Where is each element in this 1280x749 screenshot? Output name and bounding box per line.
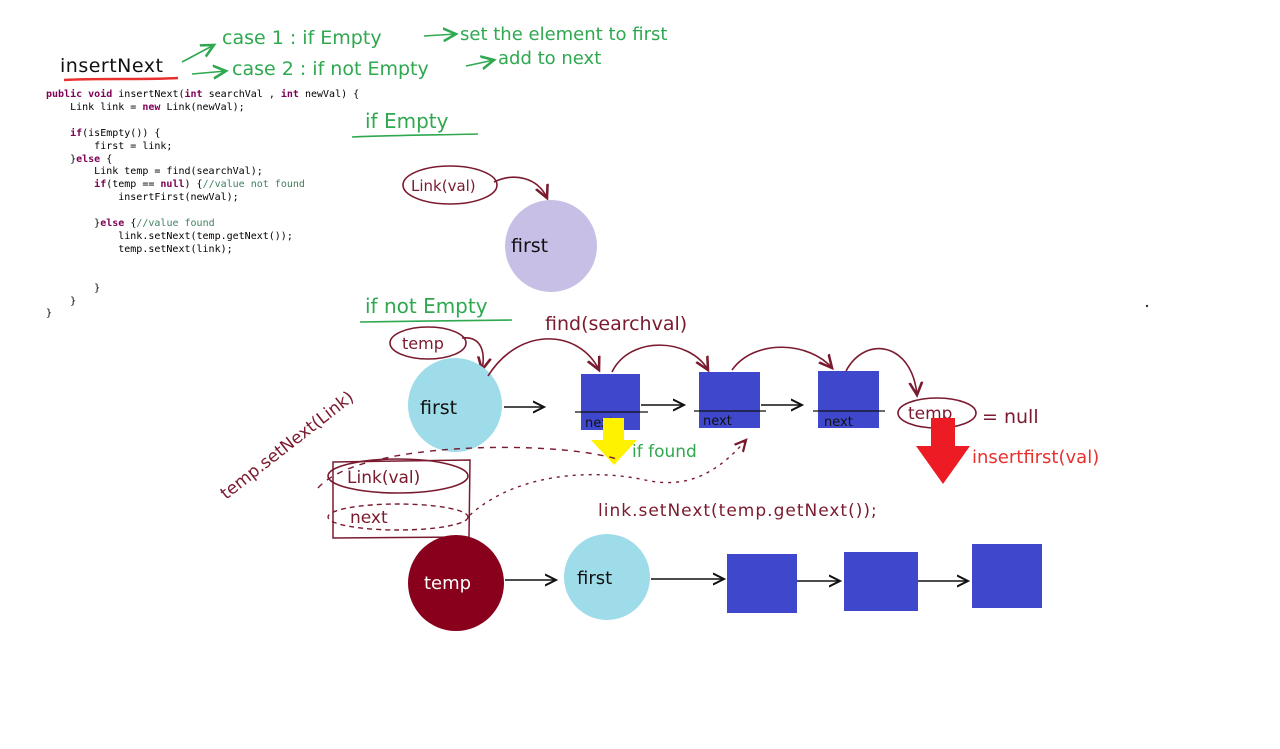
find-arc-3: [731, 346, 832, 371]
list-node-3: [818, 371, 879, 428]
stray-dot: [1145, 304, 1149, 308]
new-link-val-outline: [327, 458, 469, 494]
case1-label: case 1 : if Empty: [222, 27, 382, 49]
code-text: {: [100, 153, 113, 165]
null-label: = null: [982, 406, 1039, 428]
code-kw: if: [70, 127, 83, 139]
insert-first-arrow: [916, 418, 970, 484]
result-temp-node: [408, 535, 504, 631]
if-found-arrow: [591, 418, 637, 465]
code-comment: //value found: [136, 218, 215, 230]
temp-label: temp: [402, 334, 444, 353]
code-text: Link(newVal);: [166, 101, 245, 113]
link-to-first-arrow: [493, 176, 547, 198]
node2-next-label: next: [703, 414, 732, 429]
code-text: }: [70, 153, 77, 165]
case1-action-arrow: [423, 34, 456, 36]
code-text: }: [70, 295, 77, 307]
code-text: first = link;: [94, 140, 173, 152]
code-kw: new: [142, 101, 161, 113]
if-empty-underline: [351, 133, 479, 138]
result-first-node: [564, 534, 650, 620]
next-to-node-dashed: [469, 440, 746, 516]
code-comment: //value not found: [202, 179, 305, 191]
code-kw: if: [94, 179, 107, 191]
code-kw: else: [76, 153, 101, 165]
code-text: Link link =: [70, 101, 143, 113]
empty-first-label: first: [511, 235, 548, 257]
if-empty-section: if Empty Link(val) first: [351, 109, 597, 292]
code-kw: void: [88, 89, 113, 100]
code-text: Link temp = find(searchVal);: [94, 166, 263, 178]
case1-action: set the element to first: [460, 24, 667, 45]
if-not-empty-section: if not Empty find(searchval) temp first …: [217, 294, 1149, 631]
list-node-2: [699, 372, 760, 428]
method-underline: [63, 76, 179, 82]
code-kw: else: [100, 218, 125, 230]
code-text: }: [46, 308, 53, 320]
link-val-outline: [402, 165, 498, 205]
code-text: newVal) {: [304, 89, 360, 100]
code-kw: public: [46, 89, 83, 100]
if-not-empty-heading: if not Empty: [365, 294, 488, 318]
code-text: searchVal ,: [208, 89, 275, 100]
find-arc-2: [611, 344, 708, 372]
method-name-label: insertNext: [60, 55, 163, 77]
set-next-label: temp.setNext(Link): [217, 387, 358, 503]
code-text: temp.setNext(link);: [118, 243, 233, 255]
if-not-empty-underline: [359, 319, 513, 323]
empty-first-node: [505, 200, 597, 292]
case2-arrow: [191, 71, 226, 74]
code-kw: int: [184, 89, 203, 100]
code-text: ) {: [184, 179, 203, 191]
case1-arrow: [181, 45, 214, 63]
node3-next-label: next: [824, 415, 853, 430]
header-notes: insertNext case 1 : if Empty set the ele…: [60, 24, 667, 82]
code-text: insertNext(: [118, 89, 185, 100]
code-text: (temp ==: [106, 179, 161, 191]
case2-action: add to next: [498, 48, 601, 69]
code-text: {: [124, 218, 137, 230]
link-val-label: Link(val): [411, 177, 476, 195]
case2-action-arrow: [465, 60, 494, 66]
find-searchval-label: find(searchval): [545, 313, 687, 335]
link-set-next-label: link.setNext(temp.getNext());: [598, 501, 878, 521]
find-arc-4: [845, 347, 917, 395]
result-node-1: [727, 554, 797, 613]
code-text: link.setNext(temp.getNext());: [118, 230, 293, 242]
code-text: insertFirst(newVal);: [118, 192, 239, 204]
if-found-label: if found: [632, 442, 697, 462]
code-text: }: [94, 218, 101, 230]
new-link-next-outline: [327, 503, 469, 531]
if-empty-heading: if Empty: [365, 109, 449, 133]
new-link-next-label: next: [350, 508, 388, 528]
find-arc-1: [487, 338, 599, 377]
code-kw: int: [280, 89, 299, 100]
case2-label: case 2 : if not Empty: [232, 58, 429, 80]
code-kw: null: [160, 179, 185, 191]
temp-to-first-arrow: [461, 337, 483, 370]
insert-first-label: insertfirst(val): [972, 447, 1099, 468]
first-node: [408, 358, 502, 452]
result-node-3: [972, 544, 1042, 608]
set-next-dashed-link: [317, 446, 621, 489]
result-first-label: first: [577, 568, 612, 589]
code-text: }: [94, 282, 101, 294]
code-listing: public void insertNext(int searchVal , i…: [46, 89, 359, 321]
temp-outline: [389, 326, 467, 360]
result-node-2: [844, 552, 918, 611]
result-temp-label: temp: [424, 573, 471, 594]
new-link-val-label: Link(val): [347, 468, 420, 488]
code-text: (isEmpty()) {: [82, 127, 161, 139]
first-node-label: first: [420, 397, 457, 419]
